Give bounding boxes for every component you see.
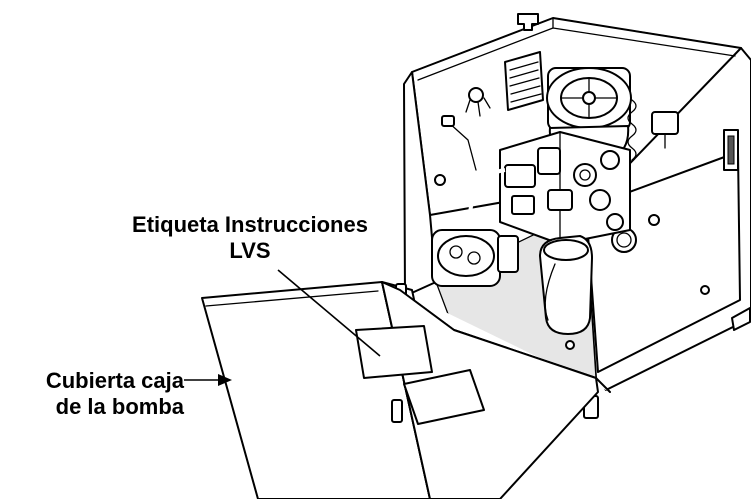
leader-line-instruction-label [277, 269, 381, 357]
leader-arrow-cover [184, 374, 232, 386]
cover-label-text-line2: de la bomba [55, 394, 184, 419]
lvs-instruction-label-plate [355, 325, 433, 379]
cover-label-text-line1: Cubierta caja [45, 368, 184, 393]
instruction-label-text-line1: Etiqueta Instrucciones [132, 212, 368, 237]
inner-panel [355, 281, 599, 499]
pump-components [431, 51, 679, 335]
instruction-label-callout: Etiqueta Instrucciones LVS [100, 212, 400, 264]
instruction-label-text-line2: LVS [229, 238, 271, 263]
pump-box-cover-callout: Cubierta caja de la bomba [8, 368, 184, 420]
secondary-label-plate [403, 369, 485, 425]
